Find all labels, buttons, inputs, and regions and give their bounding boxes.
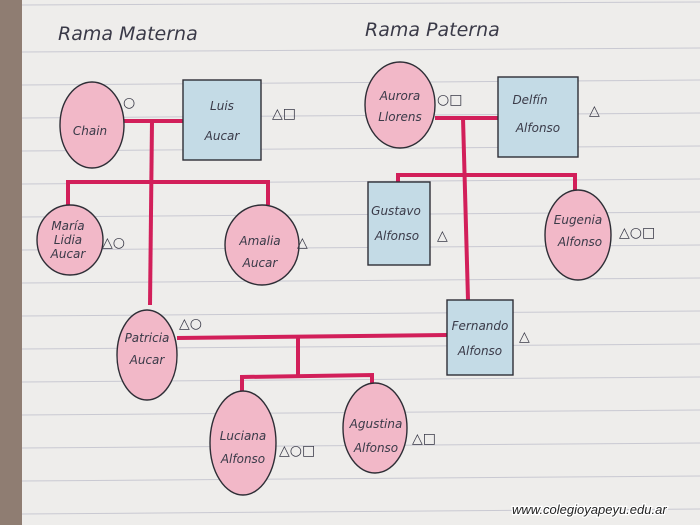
eugenia-first: Eugenia bbox=[554, 213, 602, 227]
eugenia-marks: △○□ bbox=[619, 225, 655, 241]
maria-marks: △○ bbox=[102, 235, 125, 251]
agustina-marks: △□ bbox=[412, 431, 436, 447]
person-gustavo bbox=[367, 181, 431, 266]
luis-marks: △□ bbox=[272, 106, 296, 122]
maria-last: Aucar bbox=[50, 247, 87, 261]
eugenia-last: Alfonso bbox=[557, 235, 602, 249]
person-fernando bbox=[446, 299, 514, 376]
person-eugenia bbox=[544, 189, 612, 281]
person-maria-lidia bbox=[36, 204, 104, 276]
gustavo-first: Gustavo bbox=[371, 204, 421, 218]
aurora-last: Llorens bbox=[378, 110, 422, 124]
luciana-marks: △○□ bbox=[279, 443, 315, 459]
maria-middle: Lidia bbox=[54, 233, 82, 247]
patricia-first: Patricia bbox=[125, 331, 170, 345]
person-chain bbox=[59, 81, 125, 169]
aurora-first: Aurora bbox=[379, 89, 420, 103]
delfin-marks: △ bbox=[589, 103, 600, 119]
person-luis bbox=[182, 79, 262, 161]
paternal-branch-title: Rama Paterna bbox=[365, 19, 500, 41]
delfin-last: Alfonso bbox=[515, 121, 560, 135]
person-agustina bbox=[342, 382, 408, 474]
person-patricia bbox=[116, 309, 178, 401]
fernando-marks: △ bbox=[519, 329, 530, 345]
luciana-first: Luciana bbox=[220, 429, 267, 443]
aurora-marks: ○□ bbox=[437, 92, 462, 108]
maria-first: María bbox=[51, 219, 84, 233]
fernando-first: Fernando bbox=[452, 319, 509, 333]
luis-last: Aucar bbox=[204, 129, 241, 143]
person-amalia bbox=[224, 204, 300, 286]
patricia-last: Aucar bbox=[129, 353, 166, 367]
fernando-last: Alfonso bbox=[457, 344, 502, 358]
person-aurora bbox=[364, 61, 436, 149]
amalia-marks: △ bbox=[297, 235, 308, 251]
watermark: www.colegioyapeyu.edu.ar bbox=[512, 502, 667, 517]
amalia-first: Amalia bbox=[238, 234, 280, 248]
luis-first: Luis bbox=[210, 99, 234, 113]
chain-marks: ○ bbox=[123, 95, 135, 111]
delfin-first: Delfín bbox=[512, 93, 547, 107]
gustavo-marks: △ bbox=[437, 228, 448, 244]
notebook-binding bbox=[0, 0, 22, 525]
person-delfin bbox=[497, 76, 579, 158]
gustavo-last: Alfonso bbox=[374, 229, 419, 243]
agustina-last: Alfonso bbox=[353, 441, 398, 455]
agustina-first: Agustina bbox=[349, 417, 403, 431]
person-luciana bbox=[209, 390, 277, 496]
patricia-marks: △○ bbox=[179, 316, 202, 332]
amalia-last: Aucar bbox=[242, 256, 279, 270]
maternal-branch-title: Rama Materna bbox=[58, 23, 198, 45]
luciana-last: Alfonso bbox=[220, 452, 265, 466]
chain-name: Chain bbox=[73, 124, 107, 138]
